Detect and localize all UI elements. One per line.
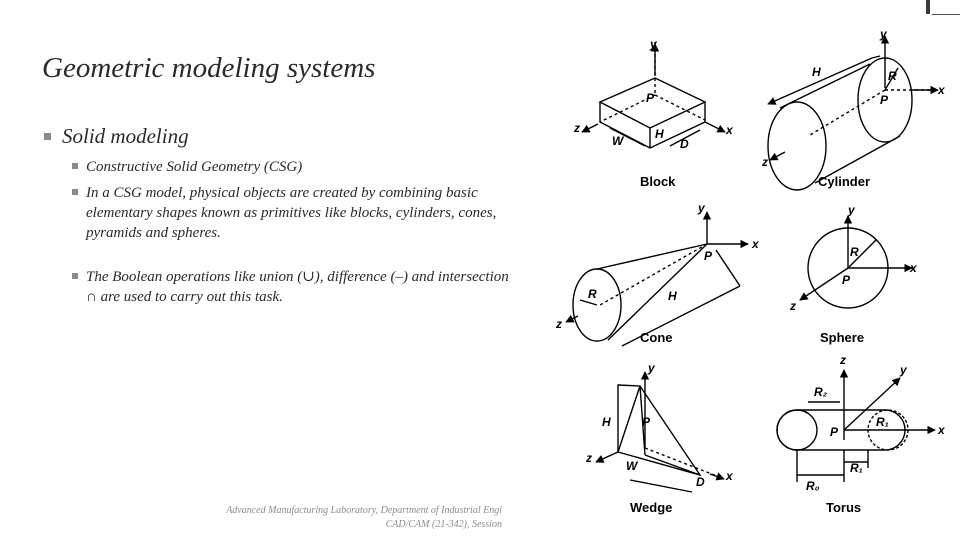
wedge-d-label: D <box>696 475 705 489</box>
cylinder-diagram <box>767 35 939 191</box>
torus-r1-inner-label: R₁ <box>876 415 889 429</box>
cone-r-label: R <box>588 287 597 301</box>
caption-cone: Cone <box>640 330 673 345</box>
bullet-csg-description: In a CSG model, physical objects are cre… <box>72 183 514 243</box>
csg-primitives-figure: y x z P W H D Block y x z H R P Cylinder… <box>555 27 946 515</box>
wedge-p-label: P <box>642 415 651 429</box>
caption-block: Block <box>640 174 676 189</box>
bullet-solid-modeling: Solid modeling <box>44 124 514 149</box>
block-w-label: W <box>612 134 625 148</box>
sphere-x-label: x <box>909 261 918 275</box>
block-z-label: z <box>573 121 580 135</box>
cone-x-label: x <box>751 237 760 251</box>
bullet-csg: Constructive Solid Geometry (CSG) <box>72 157 514 177</box>
cylinder-z-label: z <box>761 155 768 169</box>
wedge-x-label: x <box>725 469 734 483</box>
wedge-h-label: H <box>602 415 611 429</box>
torus-x-label: x <box>937 423 946 437</box>
cone-p-label: P <box>704 249 713 263</box>
caption-torus: Torus <box>826 500 861 515</box>
torus-r1-label: R₁ <box>850 461 863 475</box>
wedge-w-label: W <box>626 459 639 473</box>
sphere-r-label: R <box>850 245 859 259</box>
torus-p-label: P <box>830 425 839 439</box>
footer-line-2: CAD/CAM (21-342), Session <box>385 519 502 530</box>
cone-h-label: H <box>668 289 677 303</box>
cylinder-x-label: x <box>937 83 946 97</box>
sphere-y-label: y <box>847 203 856 217</box>
torus-z-label: z <box>839 353 846 367</box>
cylinder-r-label: R <box>888 69 897 83</box>
block-p-label: P <box>646 91 655 105</box>
cone-y-label: y <box>697 201 706 215</box>
torus-diagram <box>776 369 936 482</box>
cylinder-y-label: y <box>879 27 888 41</box>
footer-line-1: Advanced Manufacturing Laboratory, Depar… <box>226 505 502 516</box>
corner-line <box>932 0 960 15</box>
caption-cylinder: Cylinder <box>818 174 870 189</box>
block-h-label: H <box>655 127 664 141</box>
wedge-diagram <box>595 371 725 493</box>
block-x-label: x <box>725 123 734 137</box>
cone-z-label: z <box>555 317 562 331</box>
caption-sphere: Sphere <box>820 330 864 345</box>
block-d-label: D <box>680 137 689 151</box>
cone-diagram <box>565 211 749 347</box>
bullet-boolean-operations: The Boolean operations like union (∪), d… <box>72 267 514 307</box>
wedge-y-label: y <box>647 361 656 375</box>
sphere-z-label: z <box>789 299 796 313</box>
block-diagram <box>581 42 726 149</box>
torus-r2-label: R₂ <box>814 385 828 399</box>
slide-title: Geometric modeling systems <box>42 52 376 84</box>
cylinder-p-label: P <box>880 93 889 107</box>
cylinder-h-label: H <box>812 65 821 79</box>
caption-wedge: Wedge <box>630 500 672 515</box>
torus-r0-label: R₀ <box>806 479 820 493</box>
sphere-p-label: P <box>842 273 851 287</box>
sphere-diagram <box>799 215 913 309</box>
corner-decoration <box>926 0 930 14</box>
footer: Advanced Manufacturing Laboratory, Depar… <box>190 504 502 532</box>
bullet-list: Solid modeling Constructive Solid Geomet… <box>44 124 514 313</box>
torus-y-label: y <box>899 363 908 377</box>
wedge-z-label: z <box>585 451 592 465</box>
block-y-label: y <box>649 37 658 51</box>
